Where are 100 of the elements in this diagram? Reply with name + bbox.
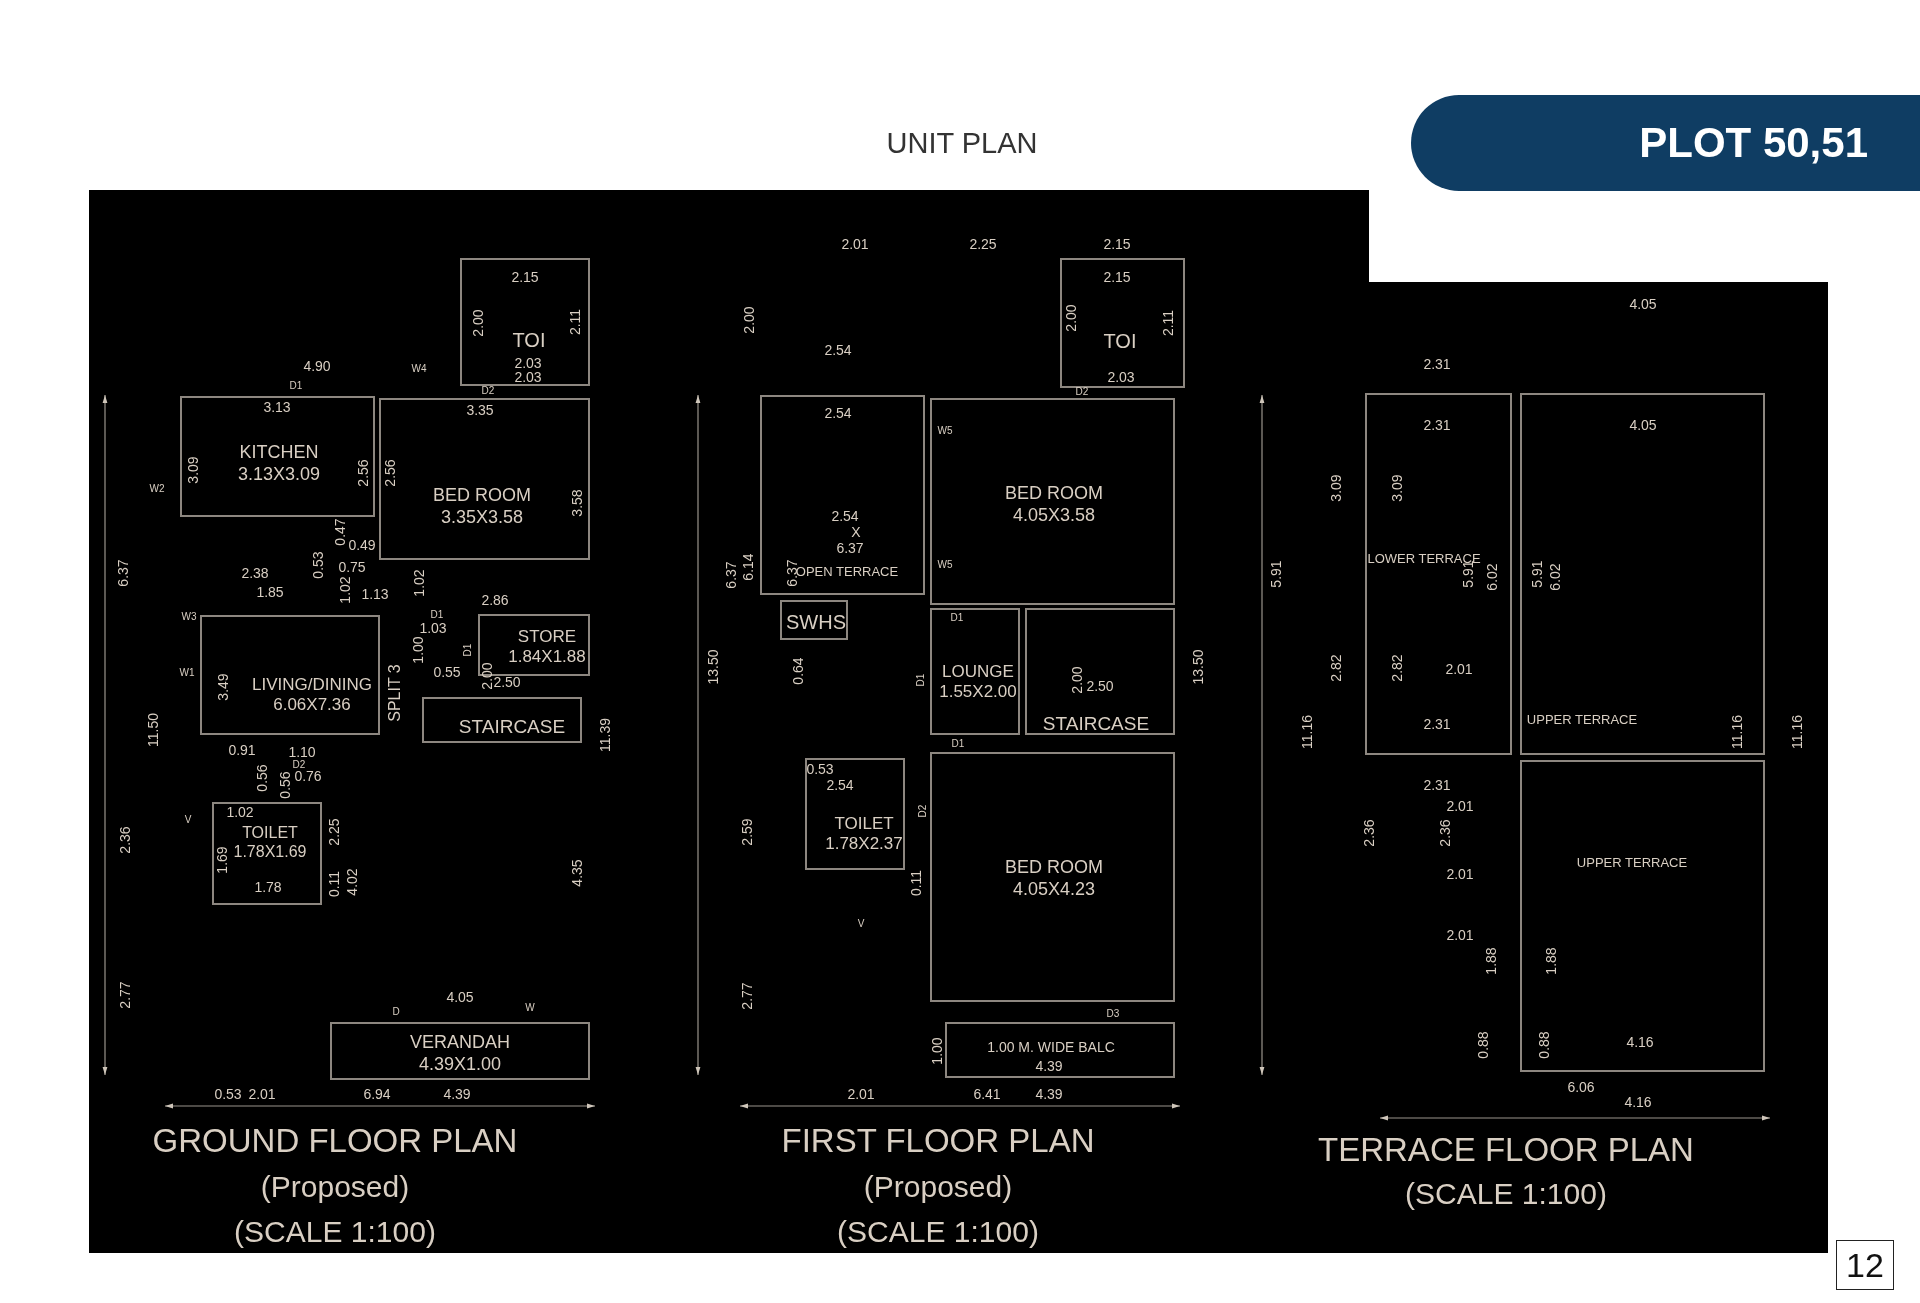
- dimension-value: 11.16: [1300, 715, 1314, 749]
- room-name: TOILET: [833, 813, 895, 834]
- dimension-value: 2.56: [383, 459, 397, 487]
- room-area: [200, 615, 380, 735]
- dimension-value: 3.09: [1329, 474, 1343, 502]
- dimension-value: 1.13: [361, 587, 389, 601]
- room-name: UPPER TERRACE: [1576, 855, 1688, 871]
- room-dimensions: 1.55X2.00: [939, 682, 1017, 703]
- dimension-value: 1.69: [215, 846, 229, 874]
- room-area: [1365, 393, 1512, 755]
- opening-tag: W4: [411, 364, 427, 374]
- dimension-value: 2.01: [1446, 928, 1474, 942]
- dimension-value: 3.13: [263, 400, 291, 414]
- dimension-value: X: [851, 525, 861, 539]
- room-area: [1520, 760, 1765, 1072]
- dimension-value: 2.50: [1086, 679, 1114, 693]
- room-name: SWHS: [786, 610, 846, 634]
- dimension-value: 3.58: [570, 489, 584, 517]
- dimension-value: 2.31: [1423, 778, 1451, 792]
- dimension-value: 2.31: [1423, 717, 1451, 731]
- dimension-value: 4.02: [345, 868, 359, 896]
- dimension-value: 4.05: [1629, 297, 1657, 311]
- dimension-value: 11.16: [1730, 715, 1744, 749]
- dimension-value: 1.88: [1484, 947, 1498, 975]
- plot-banner: PLOT 50,51: [1411, 95, 1920, 191]
- level-note: SPLIT 3: [387, 664, 403, 722]
- dimension-value: 1.02: [226, 805, 254, 819]
- room-area: [930, 398, 1175, 605]
- dimension-value: 4.90: [303, 359, 331, 373]
- dimension-value: 0.49: [348, 538, 376, 552]
- opening-tag: W3: [181, 612, 197, 622]
- dimension-value: 2.01: [1446, 867, 1474, 881]
- plan-subtitle: (Proposed): [260, 1172, 410, 1202]
- dimension-value: 1.02: [412, 569, 426, 597]
- plan-subtitle: (SCALE 1:100): [1405, 1179, 1607, 1209]
- room-dimensions: 1.84X1.88: [508, 647, 586, 668]
- dimension-value: 6.14: [741, 553, 755, 581]
- room-area: [1520, 393, 1765, 755]
- room-dimensions: 1.78X1.69: [233, 842, 307, 862]
- dimension-value: 11.16: [1790, 715, 1804, 749]
- dimension-value: 0.47: [333, 518, 347, 546]
- dimension-value: 13.50: [1191, 649, 1205, 685]
- room-dimensions: 4.05X4.23: [1011, 879, 1097, 901]
- room-name: STAIRCASE: [1042, 712, 1150, 736]
- dimension-value: 2.86: [481, 593, 509, 607]
- room-name: STORE: [516, 626, 578, 647]
- room-area: [180, 396, 375, 517]
- room-area: [945, 1022, 1175, 1078]
- room-area: [930, 608, 1020, 735]
- dimension-value: 1.85: [256, 585, 284, 599]
- room-dimensions: 3.13X3.09: [237, 464, 321, 486]
- dimension-value: 6.37: [724, 561, 738, 589]
- dimension-value: 2.36: [1362, 819, 1376, 847]
- dimension-value: 1.78: [254, 880, 282, 894]
- room-area: [930, 752, 1175, 1002]
- dimension-value: 0.88: [1476, 1031, 1490, 1059]
- dimension-value: 6.02: [1548, 563, 1562, 591]
- dimension-value: 4.05: [446, 990, 474, 1004]
- plan-title: GROUND FLOOR PLAN: [152, 1123, 518, 1157]
- room-area: [1060, 258, 1185, 388]
- dimension-value: 11.39: [598, 718, 612, 752]
- dimension-value: 2.00: [1064, 304, 1078, 332]
- dimension-value: 2.31: [1423, 357, 1451, 371]
- dimension-value: 0.56: [255, 764, 269, 792]
- dimension-value: 2.54: [824, 406, 852, 420]
- dimension-value: 4.35: [570, 859, 584, 887]
- opening-tag: V: [184, 815, 192, 825]
- room-area: [330, 1022, 590, 1080]
- room-name: TOI: [512, 328, 546, 352]
- opening-tag: D2: [1075, 387, 1089, 397]
- dimension-value: 0.53: [214, 1087, 242, 1101]
- room-dimensions: 4.05X3.58: [1011, 505, 1097, 527]
- dimension-value: 3.35: [466, 403, 494, 417]
- dimension-value: 2.00: [1070, 666, 1084, 694]
- opening-tag: D1: [951, 739, 965, 749]
- dimension-value: 2.77: [118, 981, 132, 1009]
- dimension-value: 2.00: [742, 306, 756, 334]
- dimension-value: 2.38: [241, 566, 269, 580]
- dimension-value: 2.36: [118, 826, 132, 854]
- room-area: [379, 398, 590, 560]
- dimension-value: 2.15: [511, 270, 539, 284]
- dimension-value: 6.02: [1485, 563, 1499, 591]
- dimension-value: 2.54: [826, 778, 854, 792]
- dimension-value: 0.53: [311, 551, 325, 579]
- room-name: KITCHEN: [238, 442, 320, 464]
- dimension-value: 3.49: [216, 673, 230, 701]
- opening-tag: W: [525, 1003, 535, 1013]
- room-name: 1.00 M. WIDE BALC: [987, 1038, 1115, 1056]
- dimension-value: 2.11: [1161, 309, 1175, 337]
- dimension-value: 2.01: [841, 237, 869, 251]
- dimension-value: 2.00: [471, 309, 485, 337]
- dimension-value: 2.01: [1446, 799, 1474, 813]
- dimension-value: 1.88: [1544, 947, 1558, 975]
- opening-tag: W5: [937, 426, 953, 436]
- room-name: BED ROOM: [1005, 483, 1103, 505]
- dimension-value: 1.03: [419, 621, 447, 635]
- dimension-value: 4.05: [1629, 418, 1657, 432]
- dimension-value: 2.82: [1329, 654, 1343, 682]
- room-area: [460, 258, 590, 386]
- room-name: TOI: [1103, 329, 1137, 353]
